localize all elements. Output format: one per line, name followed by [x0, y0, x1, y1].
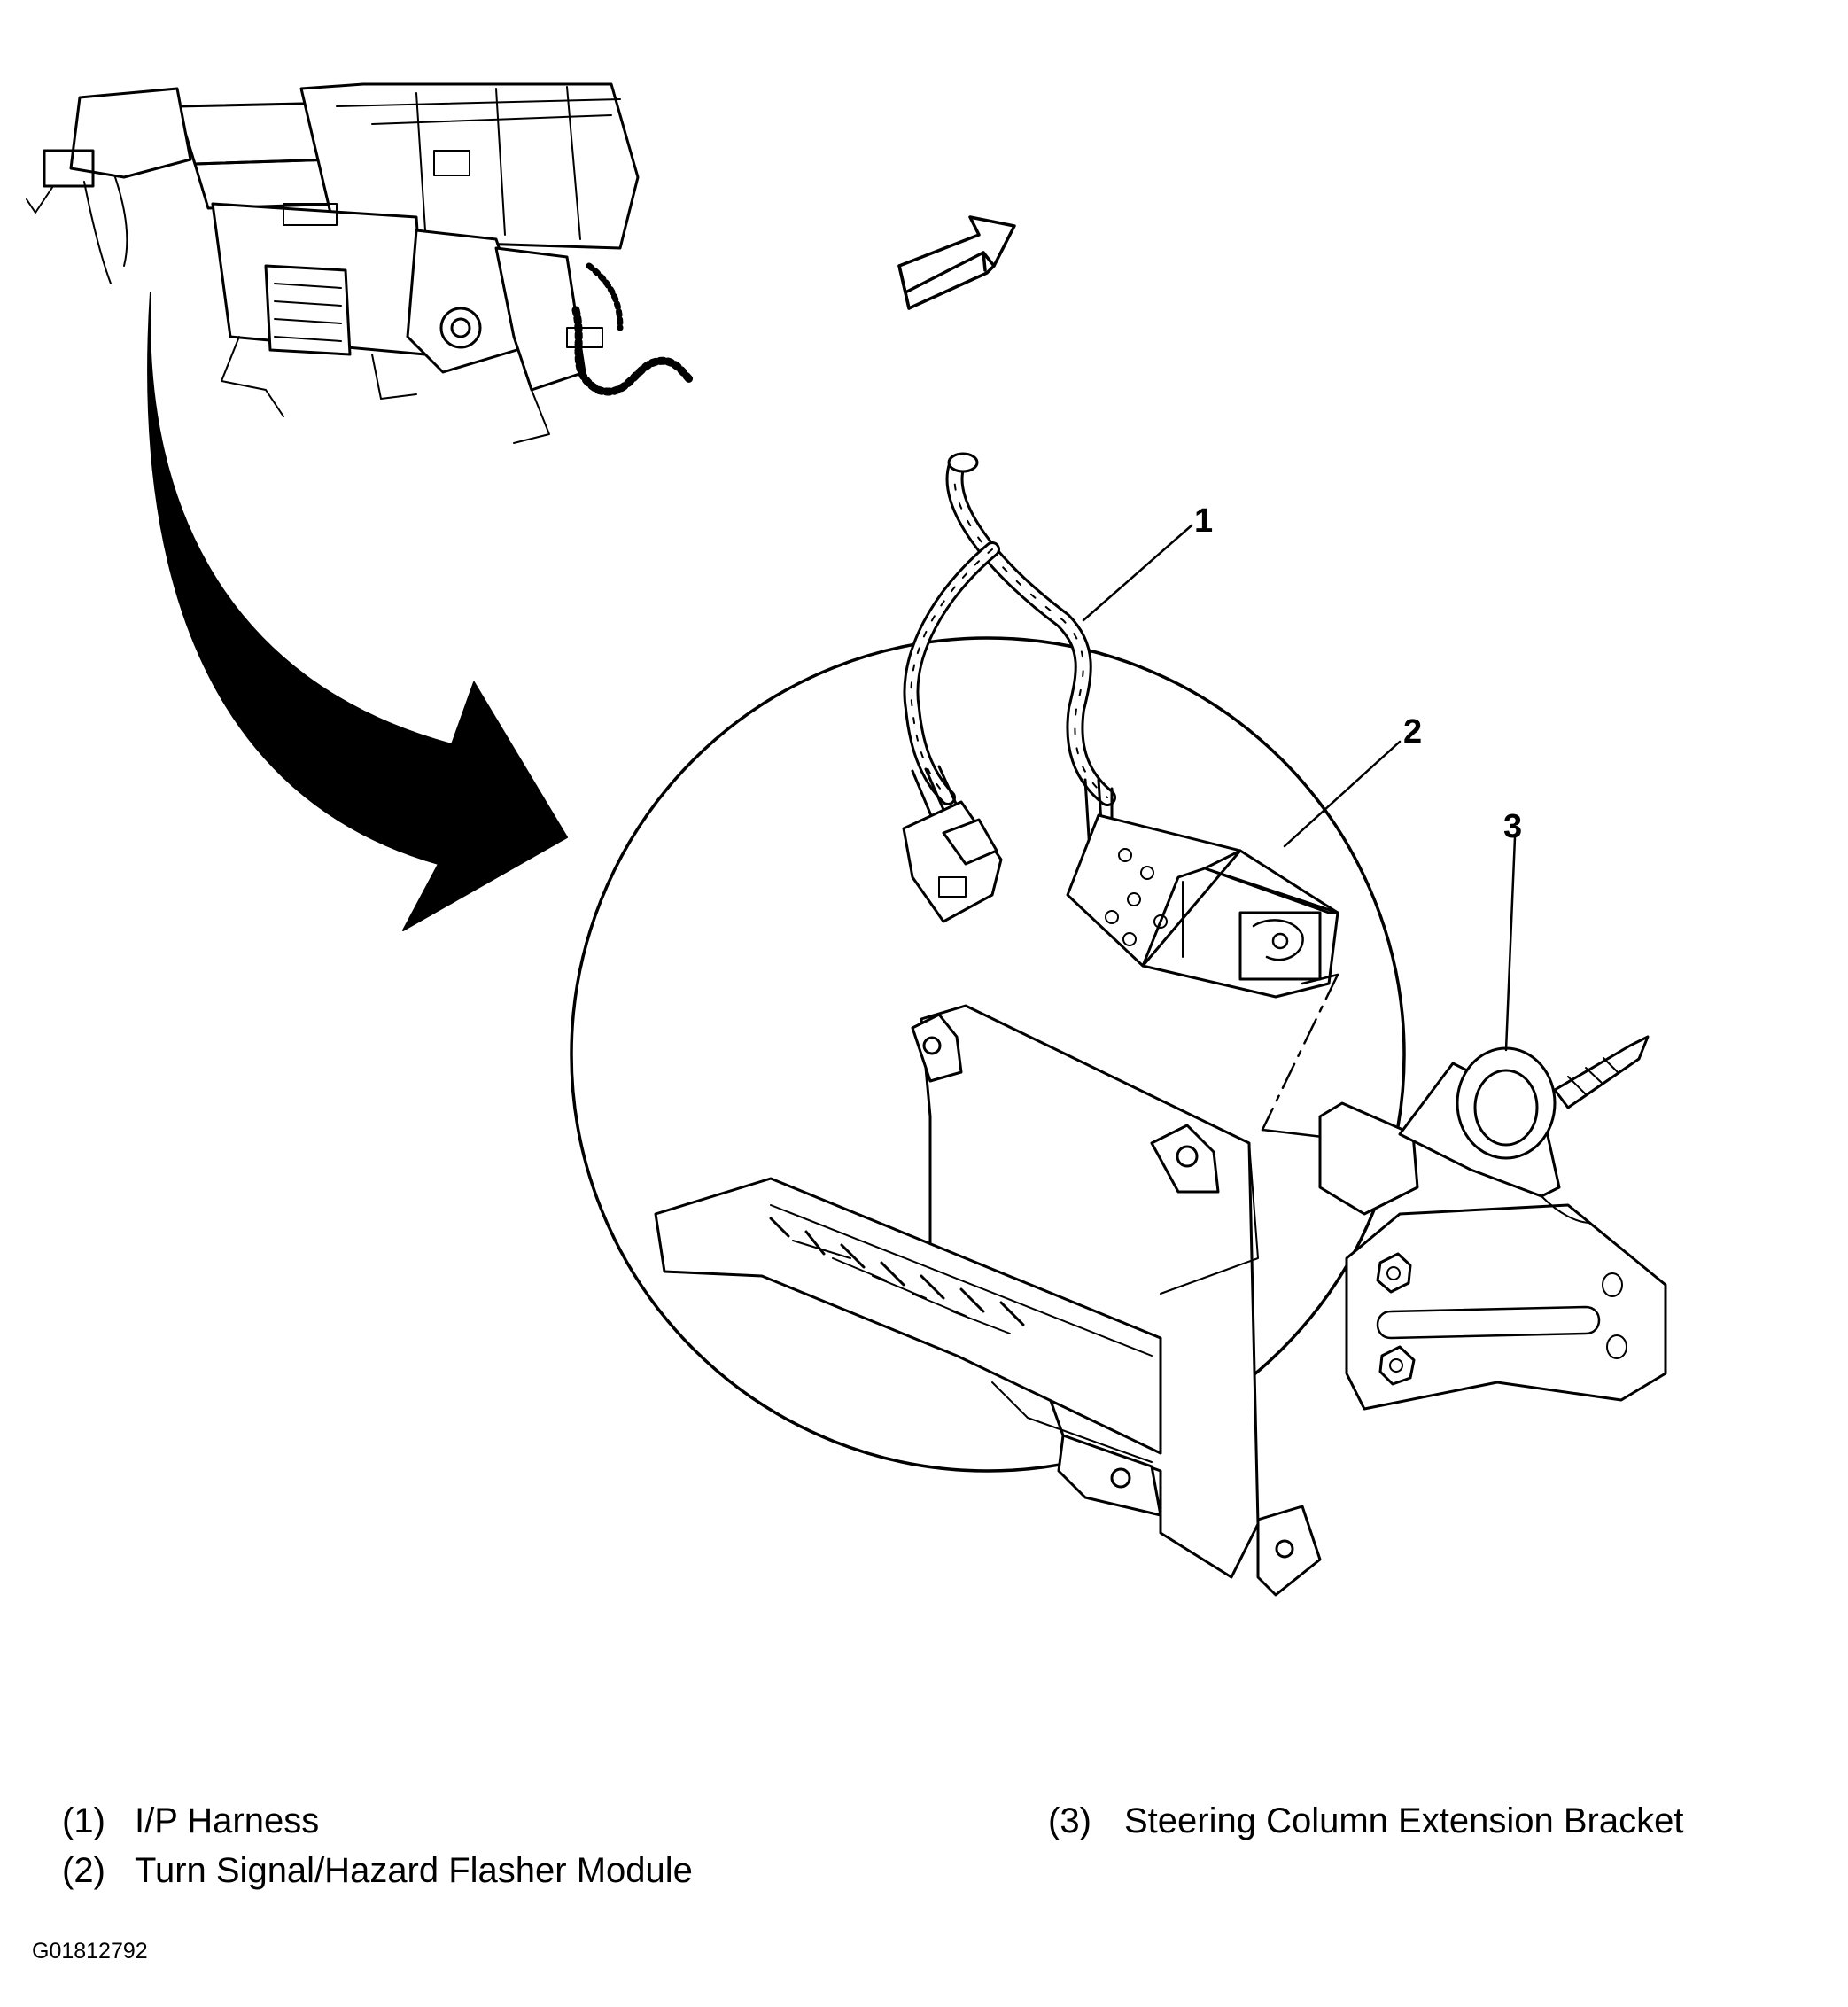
- figure-id: G01812792: [32, 1939, 148, 1964]
- curved-zoom-arrow: [147, 292, 568, 931]
- legend-item-1-number: (1): [62, 1801, 105, 1840]
- callout-2: 2: [1403, 713, 1422, 751]
- steering-column-bracket-assembly: [654, 1004, 1322, 1597]
- legend-item-1-label: I/P Harness: [135, 1801, 320, 1840]
- legend-item-2-number: (2): [62, 1851, 105, 1890]
- legend-item-3-number: (3): [1048, 1801, 1091, 1840]
- ip-harness: [902, 452, 1116, 923]
- callout-3: 3: [1503, 808, 1522, 845]
- extension-bracket: [1318, 1035, 1667, 1411]
- legend-item-3-label: Steering Column Extension Bracket: [1124, 1801, 1684, 1840]
- instrument-panel-overview: [26, 82, 695, 444]
- legend-item-3: (3) Steering Column Extension Bracket: [1048, 1803, 1683, 1839]
- callout-1: 1: [1194, 502, 1213, 540]
- legend-item-2-label: Turn Signal/Hazard Flasher Module: [135, 1851, 693, 1890]
- flasher-module: [1066, 813, 1339, 999]
- legend-item-1: (1) I/P Harness: [62, 1803, 319, 1839]
- legend-item-2: (2) Turn Signal/Hazard Flasher Module: [62, 1853, 693, 1888]
- callout-leaders: [1082, 524, 1517, 1052]
- view-direction-arrow: [897, 215, 1016, 310]
